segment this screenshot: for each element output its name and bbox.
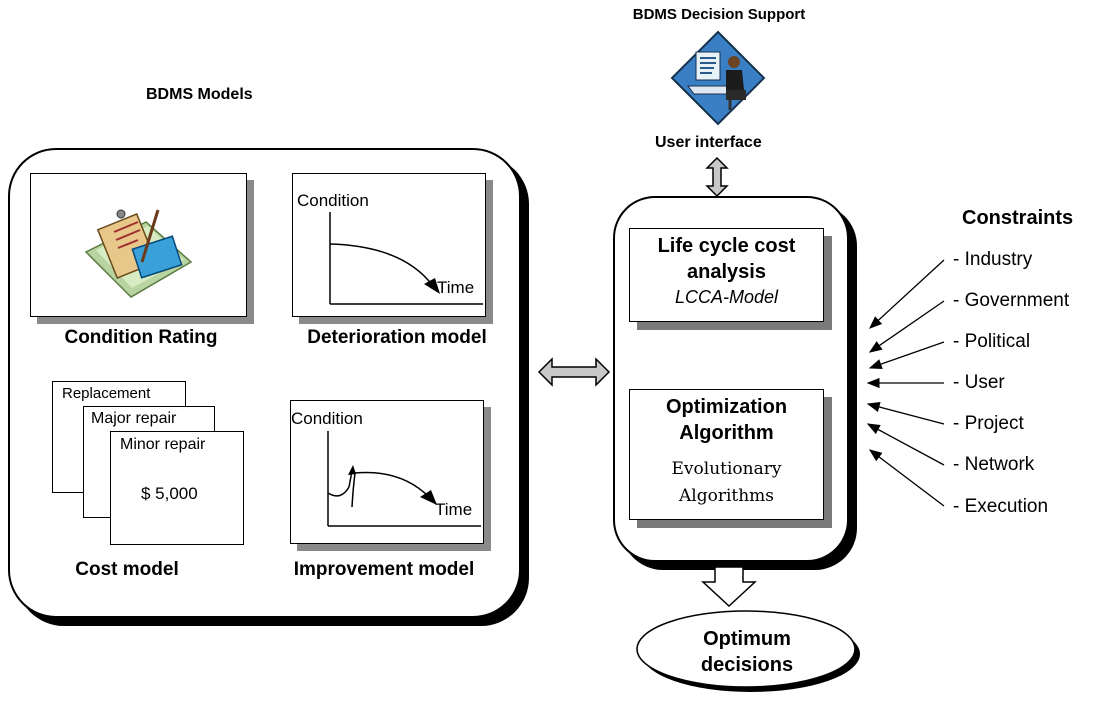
improvement-card: Condition Time: [290, 400, 484, 544]
condition-rating-caption: Condition Rating: [64, 327, 218, 348]
constraint-project: - Project: [953, 413, 1024, 434]
lcca-title: Life cycle cost analysis: [657, 235, 796, 283]
cost-sheet-minor: Minor repair $ 5,000: [110, 431, 244, 545]
output-label: Optimum decisions: [700, 628, 794, 676]
constraint-network: - Network: [953, 454, 1035, 475]
cost-model-caption: Cost model: [75, 559, 179, 580]
decision-support-title: BDMS Decision Support: [632, 6, 806, 23]
deterioration-caption: Deterioration model: [307, 327, 487, 348]
constraint-political: - Political: [953, 331, 1031, 352]
arrow-execution: [868, 449, 945, 507]
output-arrow: [701, 566, 757, 608]
arrow-project: [866, 401, 945, 425]
optimization-box: Optimization Algorithm Evolutionary Algo…: [629, 389, 824, 520]
cost-sheet-minor-label: Minor repair: [120, 436, 206, 453]
arrow-industry: [869, 259, 945, 329]
optimization-title: Optimization Algorithm: [665, 396, 788, 444]
lcca-subtitle: LCCA-Model: [674, 287, 779, 307]
cost-sheet-major-label: Major repair: [91, 410, 177, 427]
user-interface-label: User interface: [655, 134, 762, 151]
cost-sheet-replacement-label: Replacement: [62, 385, 151, 402]
constraint-industry: - Industry: [953, 249, 1033, 270]
deterioration-x-label: Time: [437, 278, 475, 297]
computer-user-icon: [670, 30, 766, 126]
constraint-arrows: [866, 259, 945, 507]
optimization-subtitle: Evolutionary Algorithms: [671, 459, 782, 506]
panel-double-arrow: [537, 357, 611, 387]
clipboard-icon: [84, 209, 193, 298]
deterioration-card: Condition Time: [292, 173, 486, 317]
constraints-title: Constraints: [962, 207, 1074, 229]
arrow-government: [868, 300, 945, 353]
lcca-box: Life cycle cost analysis LCCA-Model: [629, 228, 824, 322]
constraint-user: - User: [953, 372, 1005, 393]
improvement-x-label: Time: [435, 500, 473, 519]
output-ellipse: [636, 610, 860, 692]
deterioration-chart: [329, 212, 483, 305]
condition-rating-card: [30, 173, 247, 317]
improvement-y-label: Condition: [291, 409, 363, 428]
deterioration-y-label: Condition: [297, 191, 369, 210]
models-title: BDMS Models: [146, 86, 253, 103]
arrow-political: [868, 341, 945, 370]
cost-amount: $ 5,000: [141, 484, 198, 503]
constraint-government: - Government: [953, 290, 1070, 311]
improvement-chart: [327, 431, 481, 527]
constraint-execution: - Execution: [953, 496, 1049, 517]
arrow-network: [866, 423, 945, 466]
improvement-caption: Improvement model: [293, 559, 475, 580]
ui-double-arrow: [705, 156, 729, 198]
